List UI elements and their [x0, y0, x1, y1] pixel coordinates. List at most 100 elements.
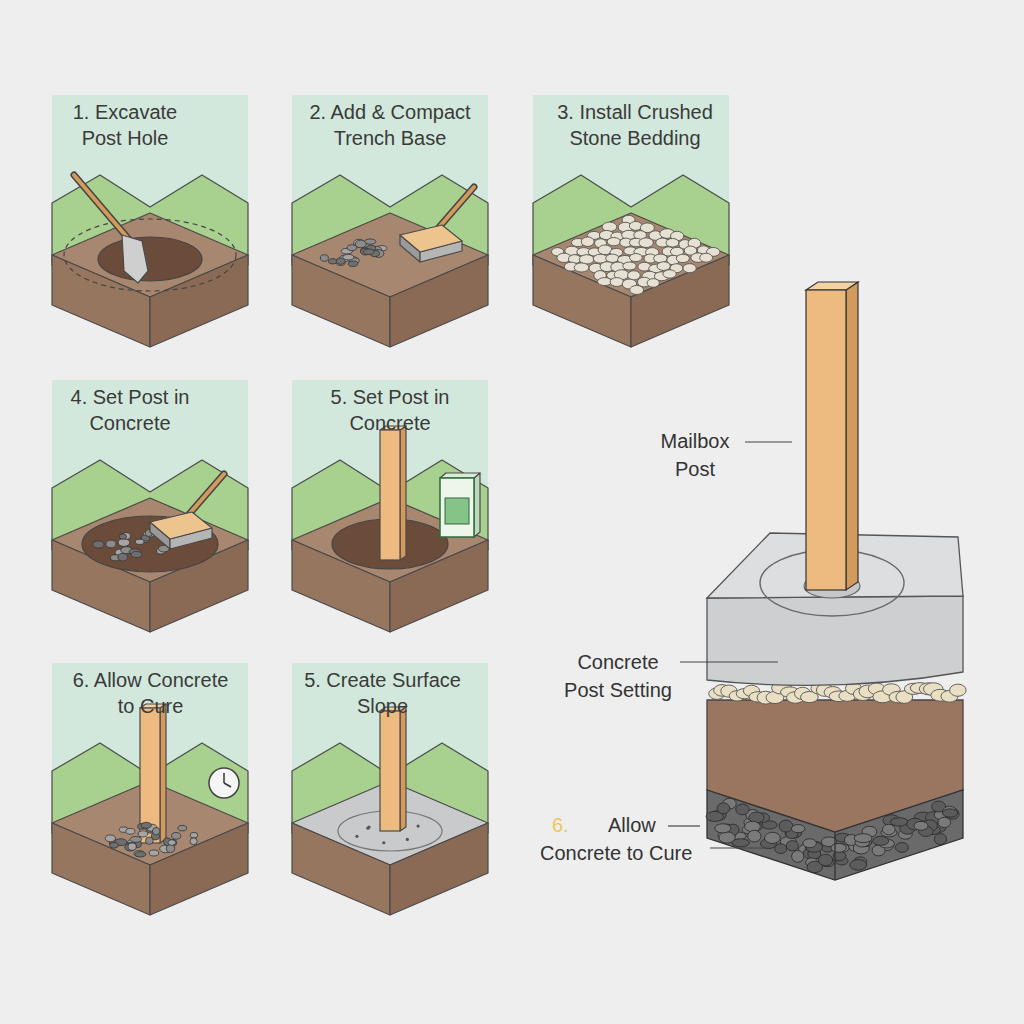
gravel-stone: [348, 261, 358, 266]
gravel-stones: [706, 798, 959, 872]
bedding-stone: [607, 237, 620, 245]
sky-panel: [52, 380, 248, 550]
bedding-stone: [657, 262, 670, 271]
step-panel: 2. Add & Compact Trench Base: [292, 95, 488, 350]
gravel-stone: [149, 850, 159, 856]
step-title: 3. Install Crushed Stone Bedding: [550, 99, 720, 151]
ground-left: [292, 823, 390, 915]
post-front: [140, 708, 160, 843]
gravel-stone: [803, 839, 817, 848]
concrete-bag: [440, 478, 474, 537]
gravel-stone: [130, 837, 142, 843]
bedding-stone: [623, 262, 636, 270]
bedding-stone: [700, 253, 713, 262]
bedding-stone: [666, 238, 679, 247]
soil-layer: [707, 700, 963, 832]
step-art: [52, 380, 248, 632]
step-panel: 1. Excavate Post Hole: [52, 95, 248, 350]
leader-line: [668, 825, 700, 826]
post-hole: [98, 237, 202, 281]
post-side: [400, 707, 406, 831]
gravel-stone: [105, 835, 115, 842]
gravel-stone: [131, 551, 142, 557]
part-label: 6.: [552, 811, 592, 839]
gravel-stone: [168, 840, 176, 846]
ground-left: [533, 255, 631, 347]
bedding-stone: [597, 278, 611, 286]
part-label: Mailbox Post: [655, 427, 735, 483]
bedding-stone: [606, 254, 619, 262]
gravel-stone: [719, 832, 735, 843]
gravel-stone: [172, 833, 181, 840]
gravel-stone: [850, 860, 867, 871]
gravel-stone: [190, 838, 197, 845]
surface-dot: [382, 841, 385, 844]
gravel-stone: [106, 540, 116, 548]
dig-outline: [64, 219, 236, 291]
gravel-stone: [355, 240, 366, 248]
surface-dot: [406, 838, 409, 841]
step-panel: 6. Allow Concrete to Cure: [52, 663, 248, 918]
ground-right: [390, 823, 488, 915]
bedding-stone: [683, 264, 696, 273]
surface-dot: [416, 824, 419, 827]
post-front: [380, 430, 400, 560]
step-art: [52, 95, 248, 347]
step-panel: 5. Create Surface Slope: [292, 663, 488, 918]
gravel-stone: [320, 255, 328, 262]
gravel-stone: [125, 843, 135, 851]
bedding-stone: [630, 285, 644, 294]
step-title: 5. Create Surface Slope: [300, 667, 465, 719]
gravel-stone: [818, 854, 832, 865]
gravel-stone: [717, 803, 729, 814]
leader-line: [745, 441, 792, 442]
gravel-stone: [166, 845, 174, 853]
gravel-stone: [779, 820, 793, 832]
post-side: [846, 282, 858, 590]
post-top: [806, 282, 858, 290]
bedding-stone: [628, 271, 641, 280]
bedding-stone: [676, 254, 689, 262]
bedding-stone: [581, 237, 594, 247]
gravel-stone: [363, 249, 374, 255]
gravel-stone: [786, 841, 798, 851]
gravel-stone: [347, 245, 356, 251]
gravel-stone: [715, 824, 731, 833]
step-art: [533, 95, 729, 347]
gravel-stone: [110, 843, 119, 848]
tamper-plate-top: [150, 512, 212, 539]
gravel-stone: [914, 821, 928, 830]
gravel-stone: [938, 817, 951, 827]
gravel-stone: [178, 825, 187, 830]
sky-panel: [533, 95, 729, 265]
leader-line: [710, 847, 770, 848]
gravel-stone: [748, 830, 761, 842]
step-art: [52, 663, 248, 915]
step-title: 1. Excavate Post Hole: [60, 99, 190, 151]
leader-line: [680, 661, 778, 662]
gravel-layer: [707, 790, 963, 880]
gravel-stone: [890, 818, 907, 826]
ground-left: [52, 823, 150, 915]
post-front: [806, 290, 846, 590]
shovel-blade: [122, 235, 148, 283]
gravel-stone: [93, 541, 104, 548]
step-panel: 3. Install Crushed Stone Bedding: [533, 95, 729, 350]
gravel-stone: [190, 832, 198, 837]
bedding-stone: [647, 279, 659, 288]
gravel-stone: [764, 832, 780, 843]
clock-face: [209, 768, 239, 798]
bedding-stone: [630, 254, 643, 262]
gravel-stone: [138, 831, 148, 837]
tamper-plate-top: [400, 225, 462, 252]
step-art: [292, 95, 488, 347]
gravel-stone: [135, 852, 146, 857]
bedding-stone: [602, 222, 617, 231]
gravel-stone: [882, 824, 895, 834]
bedding-stone: [574, 263, 589, 272]
bag-side: [474, 473, 480, 537]
gravel-stone: [119, 534, 126, 539]
gravel-stone: [128, 843, 136, 850]
